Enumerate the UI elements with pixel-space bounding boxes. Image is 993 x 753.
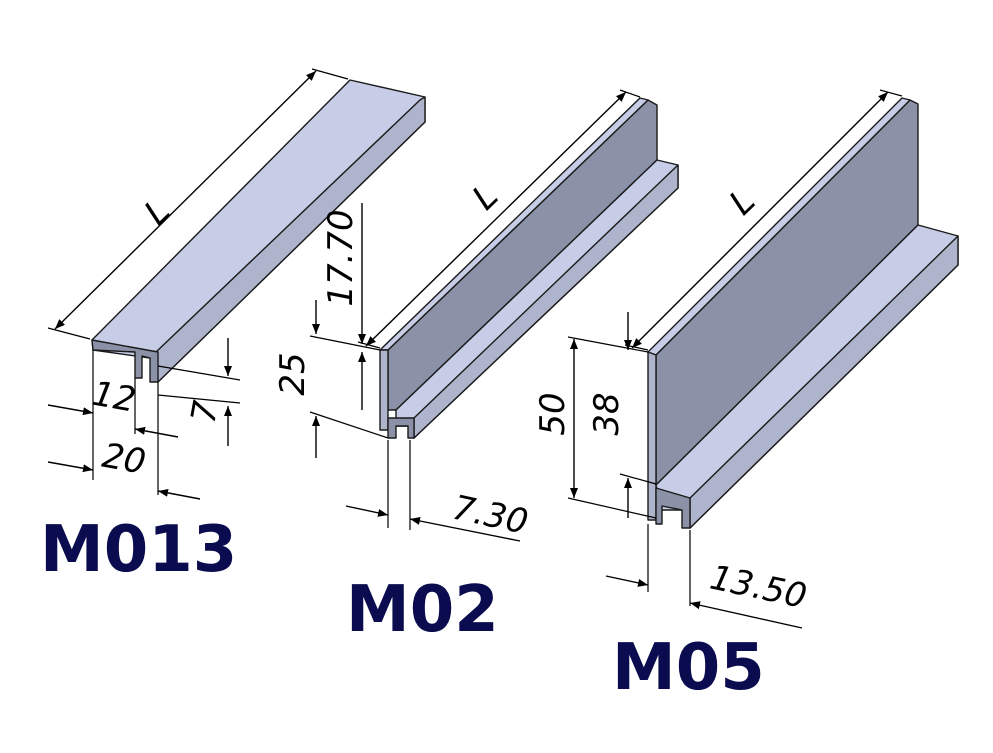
m013-outer-label: 20 — [99, 436, 149, 483]
m013-height-label: 7 — [184, 398, 227, 427]
m02-channel-front — [387, 417, 415, 439]
profile-m02 — [379, 97, 679, 439]
model-label-m013: M013 — [40, 513, 238, 587]
m05-channel-front — [655, 487, 691, 529]
m02-upper-label: 17.70 — [321, 209, 361, 306]
m05-total-label: 50 — [533, 392, 573, 435]
m02-width-label: 7.30 — [449, 488, 531, 543]
model-label-m02: M02 — [346, 573, 499, 647]
m05-wall-front — [647, 351, 657, 521]
m02-wall-front — [379, 349, 389, 431]
m013-front-lip — [91, 339, 159, 383]
model-label-m05: M05 — [612, 631, 765, 705]
m013-inner-label: 12 — [89, 374, 139, 421]
m02-lower-label: 25 — [273, 352, 313, 395]
profile-m05 — [647, 97, 959, 529]
m05-width-label: 13.50 — [707, 558, 811, 617]
m02-length-label: L — [465, 176, 506, 218]
m02-dimensions: L 17.70 25 7.30 — [273, 89, 641, 543]
m02-wall-face — [387, 99, 658, 411]
m05-length-label: L — [722, 181, 763, 223]
m013-length-label: L — [137, 191, 178, 233]
m05-wall-label: 38 — [587, 392, 627, 435]
